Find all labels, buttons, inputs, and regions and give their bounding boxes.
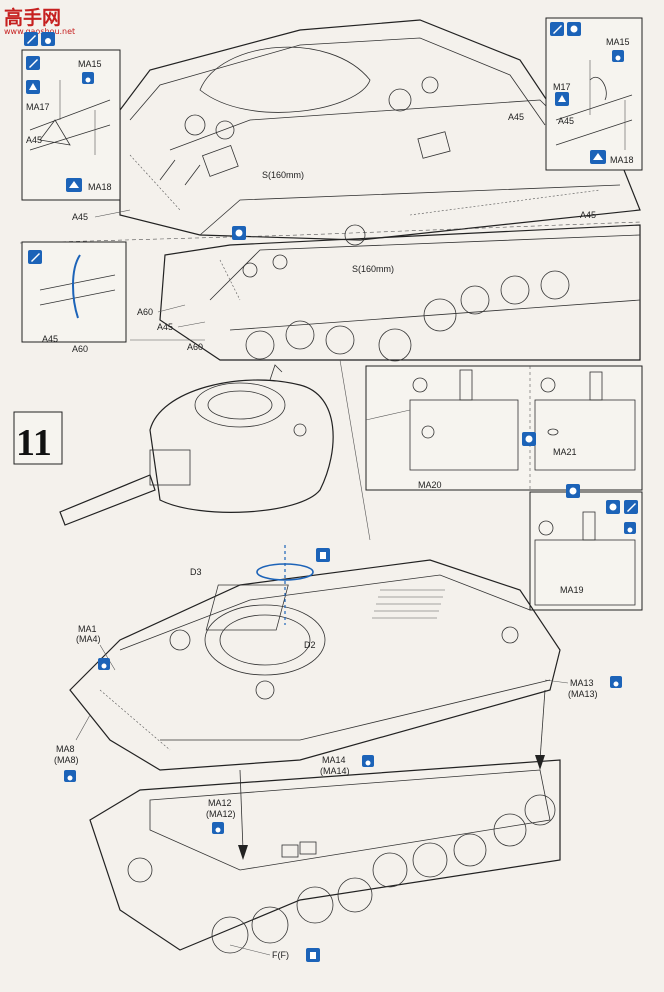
step-number: 11 [16, 422, 52, 464]
label-ma14-alt: (MA14) [320, 766, 350, 776]
rotate-view-icon [566, 484, 580, 498]
step-box [13, 411, 63, 465]
engine-grille [205, 584, 445, 631]
turret-drawing [59, 364, 334, 526]
label-ma18-right: MA18 [610, 155, 634, 165]
label-a45-mid: A45 [157, 322, 173, 332]
flip-icon [590, 150, 606, 164]
watermark-logo: 高手网 www.gaoshou.net [4, 6, 75, 36]
rotate-view-icon [567, 22, 581, 36]
brush-icon [550, 22, 564, 36]
label-ma8: MA8 [56, 744, 75, 754]
watermark-title: 高手网 [4, 6, 61, 29]
label-ma15-right: MA15 [606, 37, 630, 47]
label-ma12: MA12 [208, 798, 232, 808]
label-a60-inset2: A60 [72, 344, 88, 354]
label-ma21: MA21 [553, 447, 577, 457]
label-a45-right-hull: A45 [580, 210, 596, 220]
instruction-icons [24, 22, 638, 962]
label-ma15-left: MA15 [78, 59, 102, 69]
label-ma1: MA1 [78, 624, 97, 634]
upper-hull-section: MA15 MA17 A45 MA18 A45 S(160mm) A45 MA15… [19, 17, 643, 244]
label-ma13: MA13 [570, 678, 594, 688]
cement-icon [316, 548, 330, 562]
label-a60-a: A60 [137, 307, 153, 317]
label-s160-mid: S(160mm) [352, 264, 394, 274]
flip-icon [66, 178, 82, 192]
label-s160-top: S(160mm) [262, 170, 304, 180]
label-ma20: MA20 [418, 480, 442, 490]
watermark-site: www.gaoshou.net [4, 27, 75, 36]
rotate-view-icon [606, 500, 620, 514]
label-ma19: MA19 [560, 585, 584, 595]
label-ma13-alt: (MA13) [568, 689, 598, 699]
label-a45-inset2: A45 [42, 334, 58, 344]
flip-icon [26, 80, 40, 94]
label-a45-top-left: A45 [72, 212, 88, 222]
label-m17-right: M17 [553, 82, 571, 92]
rotate-view-icon [232, 226, 246, 240]
glue-drop-icon [624, 522, 636, 534]
glue-drop-icon [612, 50, 624, 62]
road-wheels [127, 794, 556, 954]
glue-drop-icon [64, 770, 76, 782]
label-ff: F(F) [272, 950, 289, 960]
glue-drop-icon [98, 658, 110, 670]
brush-icon [26, 56, 40, 70]
label-ma1-alt: (MA4) [76, 634, 101, 644]
rotate-view-icon [522, 432, 536, 446]
label-a60-b: A60 [187, 342, 203, 352]
glue-drop-icon [41, 32, 55, 46]
label-a45-right-inset: A45 [558, 116, 574, 126]
right-detail-insets: MA20 MA21 MA19 [339, 359, 643, 611]
label-ma17-left: MA17 [26, 102, 50, 112]
lower-hull-section: S(160mm) A60 A45 A60 A45 A60 [21, 224, 641, 362]
label-a45-left-inset: A45 [26, 135, 42, 145]
main-hull-assembly: D3 D2 MA1 (MA4) MA8 (MA8) MA13 (MA13) MA… [54, 545, 598, 960]
label-d3: D3 [190, 567, 202, 577]
cement-icon [306, 948, 320, 962]
brush-icon [24, 32, 38, 46]
inset-ma20-ma21 [365, 365, 643, 491]
label-ma14: MA14 [322, 755, 346, 765]
a60-strip-highlight [72, 254, 81, 319]
glue-drop-icon [212, 822, 224, 834]
glue-drop-icon [82, 72, 94, 84]
brush-icon [28, 250, 42, 264]
label-ma18-left: MA18 [88, 182, 112, 192]
glue-drop-icon [362, 755, 374, 767]
label-ma12-alt: (MA12) [206, 809, 236, 819]
flip-icon [555, 92, 569, 106]
label-d2: D2 [304, 640, 316, 650]
label-ma8-alt: (MA8) [54, 755, 79, 765]
glue-drop-icon [610, 676, 622, 688]
label-a45-top-mid: A45 [508, 112, 524, 122]
brush-icon [624, 500, 638, 514]
inset-left-top [21, 49, 121, 201]
